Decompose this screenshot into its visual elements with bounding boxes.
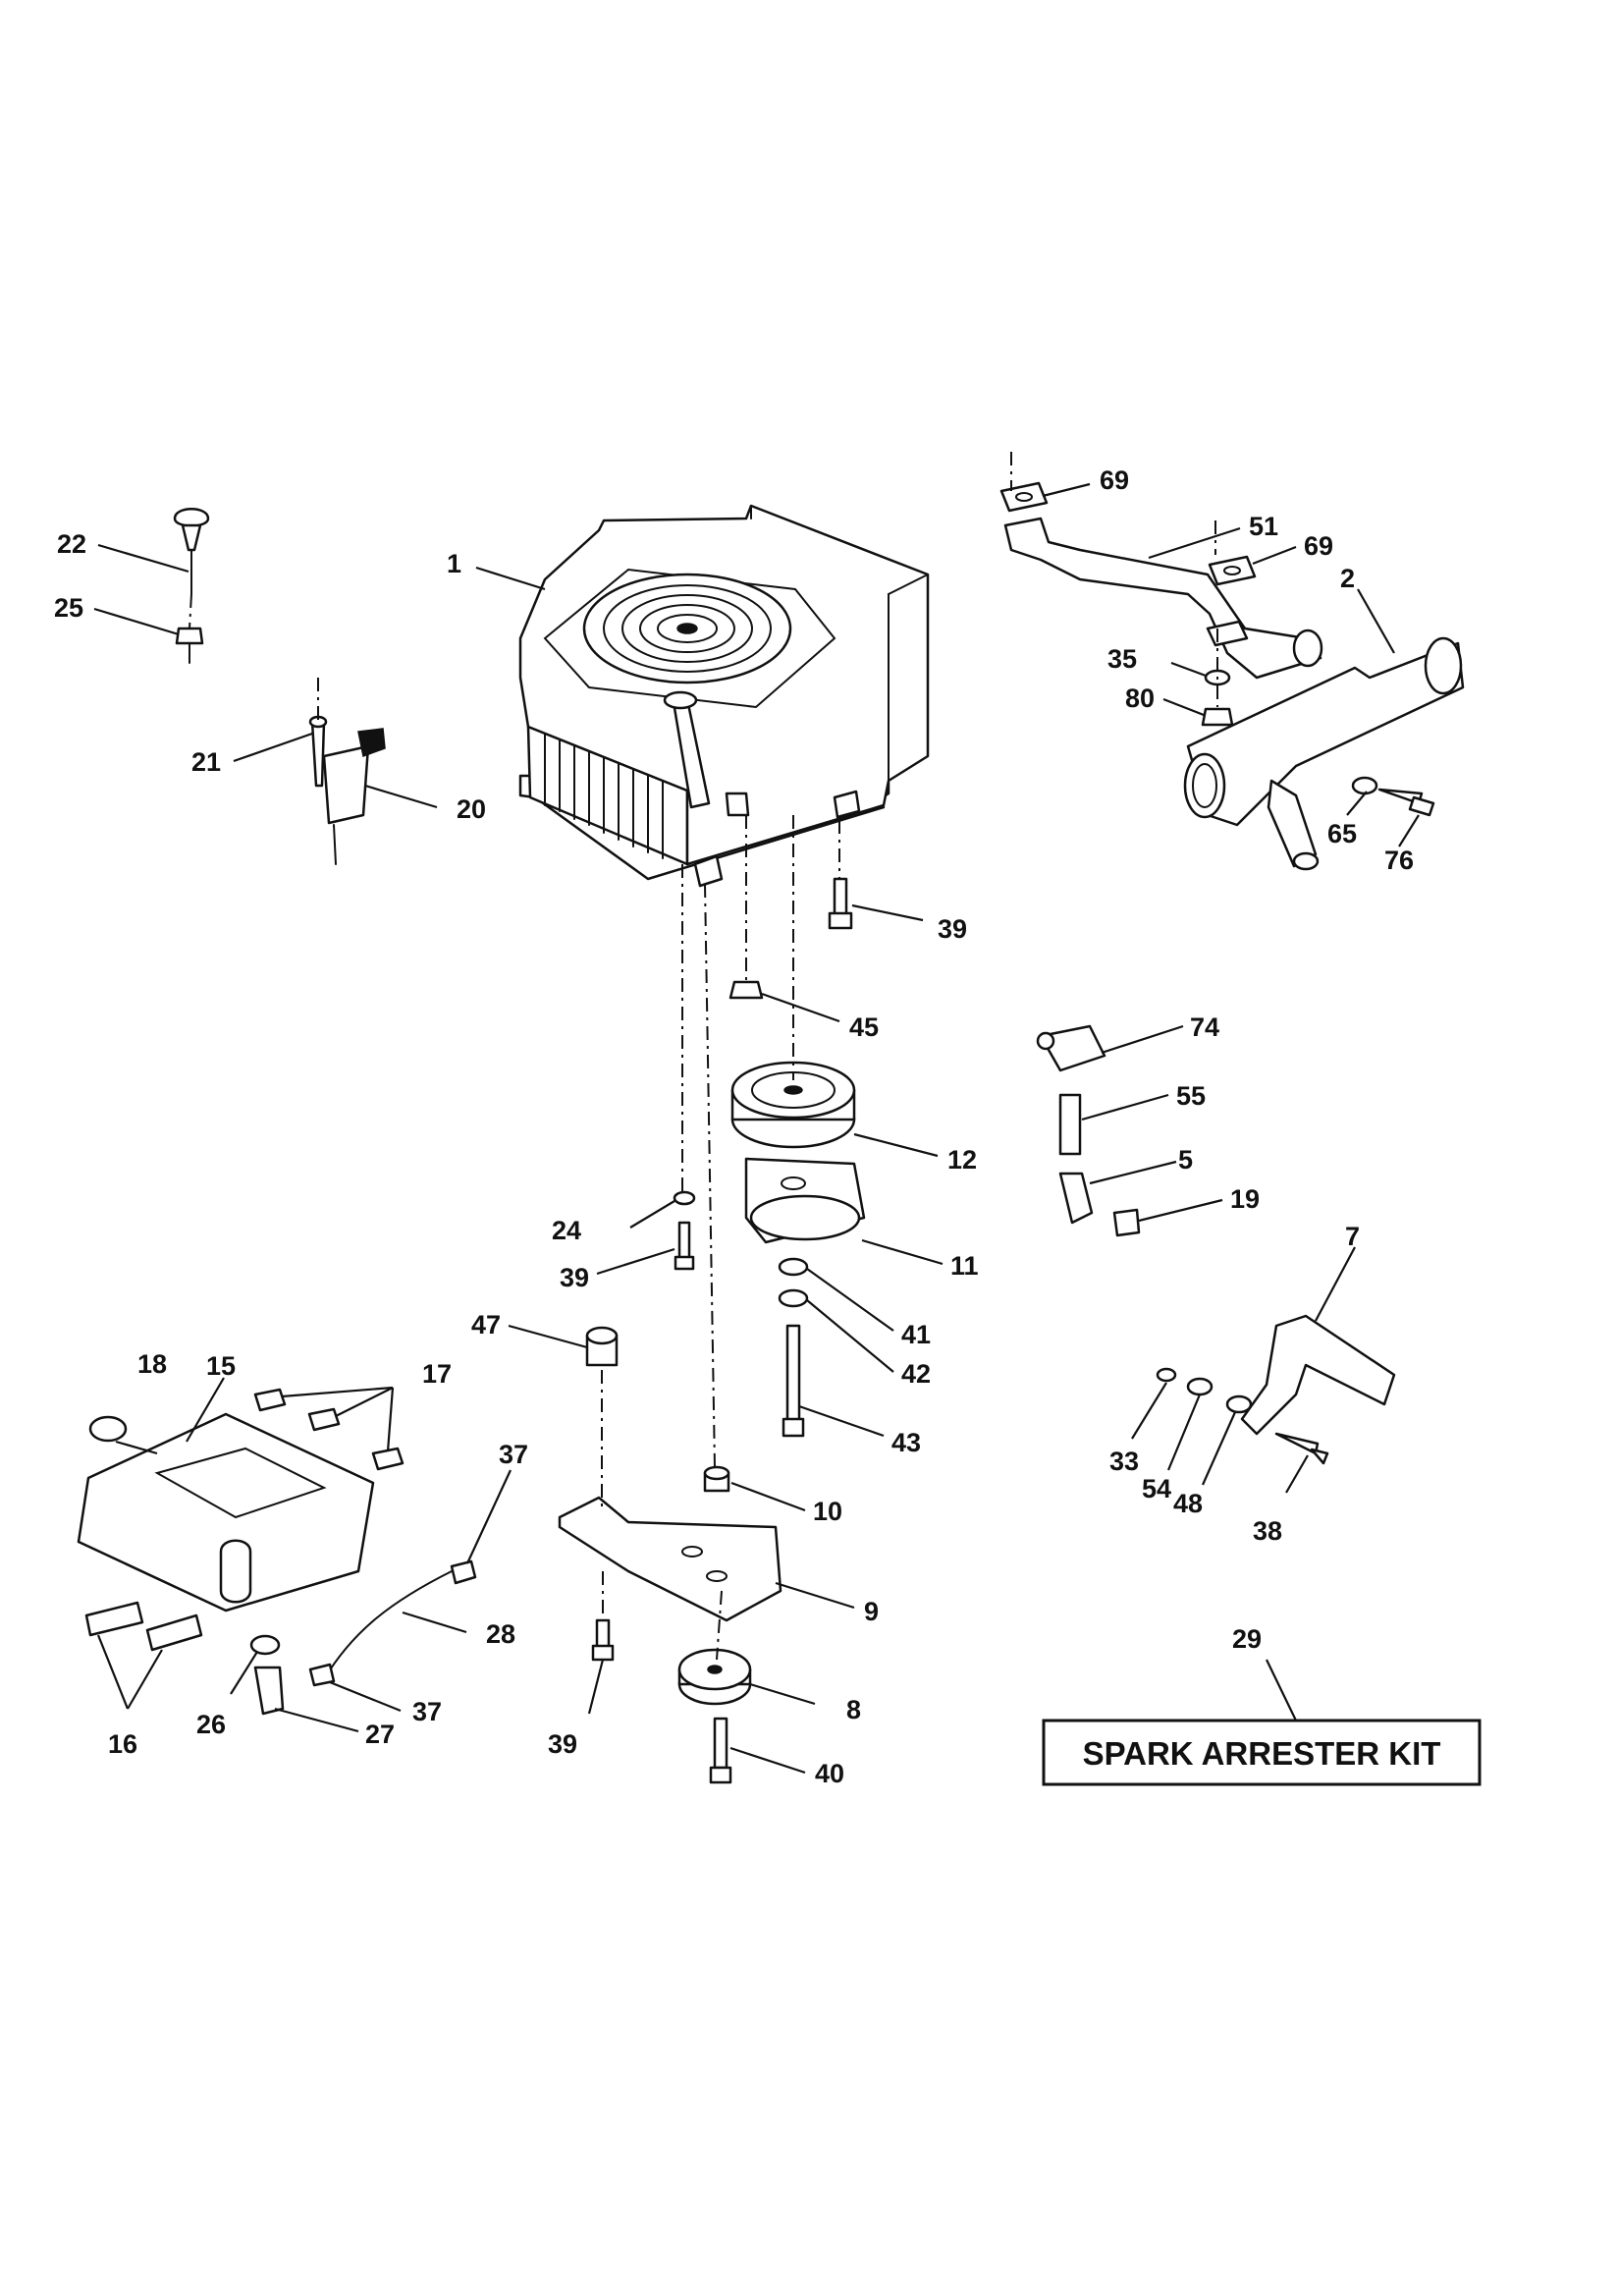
- callout-65: 65: [1327, 819, 1357, 848]
- callout-labels: 1 2 5 7 8 9 10 11 12 15 16 17 18 19 20 2…: [54, 465, 1414, 1788]
- callout-55: 55: [1176, 1081, 1206, 1111]
- callout-16: 16: [108, 1729, 137, 1759]
- callout-21: 21: [191, 747, 221, 777]
- callout-19: 19: [1230, 1184, 1260, 1214]
- callout-22: 22: [57, 529, 86, 559]
- callout-37-top: 37: [499, 1440, 528, 1469]
- drive-parts: [558, 877, 866, 1784]
- callout-69-top: 69: [1100, 465, 1129, 495]
- spark-arrester-kit: SPARK ARRESTER KIT: [1042, 1719, 1482, 1786]
- bracket-assembly: [1156, 1314, 1396, 1465]
- callout-74: 74: [1190, 1012, 1219, 1042]
- callout-2: 2: [1340, 564, 1355, 593]
- kit-label-box: [1042, 1719, 1482, 1786]
- callout-80: 80: [1125, 683, 1155, 713]
- callout-39-mid: 39: [560, 1263, 589, 1292]
- callout-12: 12: [947, 1145, 977, 1175]
- leader-lines: [93, 482, 1420, 1775]
- callout-42: 42: [901, 1359, 931, 1389]
- callout-45: 45: [849, 1012, 879, 1042]
- callout-35: 35: [1107, 644, 1137, 674]
- fuel-tank-assembly: [77, 1388, 477, 1716]
- callout-11: 11: [950, 1251, 979, 1281]
- callout-48: 48: [1173, 1489, 1203, 1518]
- callout-27: 27: [365, 1720, 395, 1749]
- callout-8: 8: [846, 1695, 861, 1724]
- callout-25: 25: [54, 593, 83, 623]
- callout-37-bottom: 37: [412, 1697, 442, 1726]
- exhaust-assembly: [999, 481, 1465, 871]
- engine-assembly: [518, 504, 930, 888]
- callout-39-top: 39: [938, 914, 967, 944]
- fuel-fittings: [1036, 1024, 1141, 1237]
- callout-69-right: 69: [1304, 531, 1333, 561]
- callout-38: 38: [1253, 1516, 1282, 1546]
- callout-47: 47: [471, 1310, 501, 1339]
- callout-9: 9: [864, 1597, 879, 1626]
- callout-7: 7: [1345, 1222, 1360, 1251]
- callout-24: 24: [552, 1216, 581, 1245]
- callout-40: 40: [815, 1759, 844, 1788]
- callout-17: 17: [422, 1359, 452, 1389]
- alignment-lines: [189, 452, 1218, 1661]
- callout-26: 26: [196, 1710, 226, 1739]
- callout-15: 15: [206, 1351, 236, 1381]
- callout-33: 33: [1109, 1447, 1139, 1476]
- callout-43: 43: [891, 1428, 921, 1457]
- callout-10: 10: [813, 1497, 842, 1526]
- callout-39-bottom: 39: [548, 1729, 577, 1759]
- callout-41: 41: [901, 1320, 931, 1349]
- kit-label: SPARK ARRESTER KIT: [1083, 1735, 1441, 1772]
- control-parts: [173, 508, 386, 865]
- callout-28: 28: [486, 1619, 515, 1649]
- callout-20: 20: [457, 794, 486, 824]
- callout-5: 5: [1178, 1145, 1193, 1175]
- callout-1: 1: [447, 549, 461, 578]
- callout-29: 29: [1232, 1624, 1262, 1654]
- callout-18: 18: [137, 1349, 167, 1379]
- callout-54: 54: [1142, 1474, 1171, 1503]
- callout-76: 76: [1384, 846, 1414, 875]
- callout-51: 51: [1249, 512, 1278, 541]
